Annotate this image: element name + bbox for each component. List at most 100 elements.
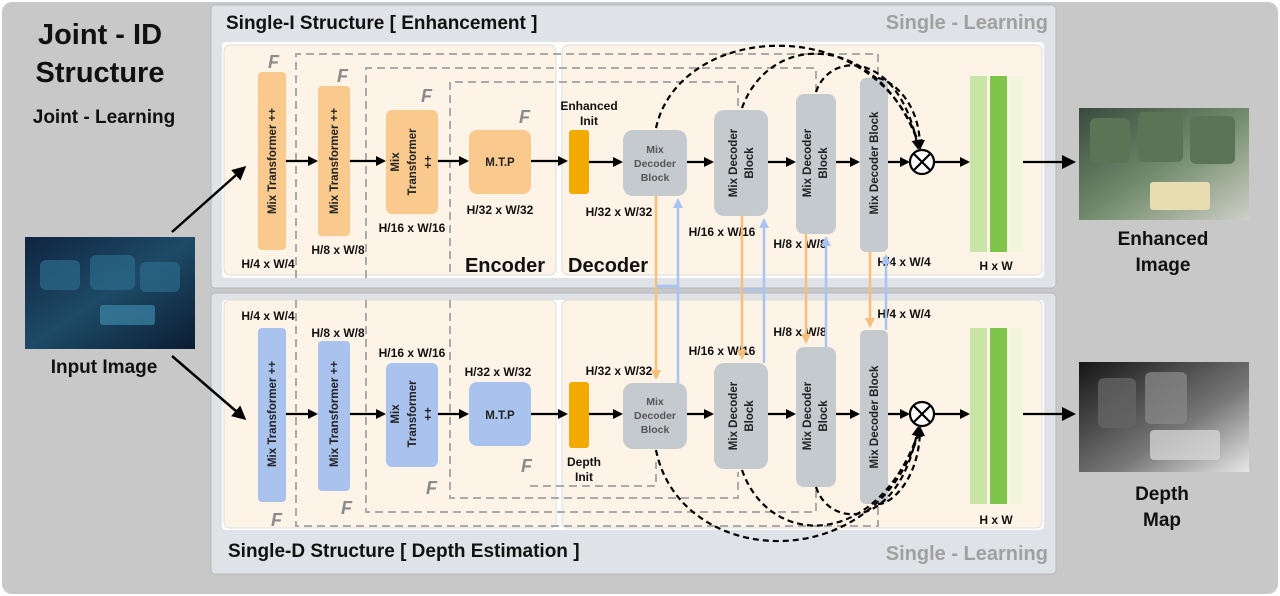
bottom-mix-transformer-3-pp: ++ <box>423 407 435 421</box>
depth-map-label-2: Map <box>1143 510 1181 531</box>
enhanced-init-block <box>569 130 589 194</box>
top-decoder-block-1-l2: Decoder <box>634 158 676 170</box>
f-label: F <box>268 52 280 72</box>
bottom-dec-dim-32: H/32 x W/32 <box>586 364 653 378</box>
bottom-multiply-cross <box>913 405 931 423</box>
f-label: F <box>337 66 349 86</box>
title-line1: Joint - ID <box>38 19 162 51</box>
top-mix-transformer-3-pp: ++ <box>423 155 435 169</box>
bottom-dec-dim-8: H/8 x W/8 <box>773 325 827 339</box>
top-dim-16: H/16 x W/16 <box>379 221 446 235</box>
top-decoder-block-4 <box>860 78 888 252</box>
input-image-label: Input Image <box>51 357 158 378</box>
top-decoder-block-1 <box>623 130 687 196</box>
bottom-output-bar-3 <box>1009 328 1023 504</box>
depth-init-block <box>569 382 589 448</box>
bottom-mix-transformer-3-transformer: Transformer <box>407 380 419 448</box>
top-multiply-cross <box>913 153 931 171</box>
top-decoder-block-3-l1: Mix Decoder <box>802 128 814 197</box>
bottom-mtp-block <box>469 382 531 446</box>
f-label: F <box>521 456 533 476</box>
top-decoder-block-1-l3: Block <box>641 172 670 184</box>
bottom-decoder-block-2-l2: Block <box>744 400 756 432</box>
top-heading: Single-I Structure [ Enhancement ] <box>226 13 537 34</box>
bottom-decoder-block-3-l1: Mix Decoder <box>802 381 814 450</box>
input-image <box>25 237 195 349</box>
f-label: F <box>519 107 531 127</box>
top-mix-transformer-2 <box>318 86 350 236</box>
top-dim-32: H/32 x W/32 <box>467 203 534 217</box>
top-mix-transformer-3 <box>386 110 438 214</box>
top-mix-transformer-1-label: Mix Transformer ++ <box>267 108 279 214</box>
top-decoder-block-2 <box>714 110 768 216</box>
top-dim-8: H/8 x W/8 <box>311 243 365 257</box>
bottom-learning: Single - Learning <box>886 543 1048 565</box>
bottom-mix-transformer-3-mix: Mix <box>390 404 402 424</box>
top-decoder-block-2-l1: Mix Decoder <box>728 128 740 197</box>
bottom-decoder-block-1-l1: Mix <box>646 396 664 408</box>
top-mix-transformer-3-mix: Mix <box>390 152 402 172</box>
bottom-output-bar-1 <box>970 328 987 504</box>
bottom-dim-8: H/8 x W/8 <box>311 326 365 340</box>
enhanced-init-label-1: Enhanced <box>560 99 617 113</box>
bottom-mix-transformer-1 <box>258 328 286 502</box>
bottom-decoder-block-3 <box>796 347 836 487</box>
enhanced-image-label-2: Image <box>1136 255 1191 276</box>
bottom-mix-transformer-2-label: Mix Transformer ++ <box>329 361 341 467</box>
top-mix-transformer-1 <box>258 72 286 250</box>
enhanced-image-label-1: Enhanced <box>1118 229 1209 250</box>
input-to-top-arrow <box>171 166 247 233</box>
top-learning: Single - Learning <box>886 12 1048 34</box>
input-image-seats <box>40 255 180 325</box>
top-mtp-label: M.T.P <box>485 157 515 169</box>
top-skip-frames <box>295 53 879 278</box>
bottom-dim-16: H/16 x W/16 <box>379 346 446 360</box>
title-line2: Structure <box>36 57 165 89</box>
bottom-dim-4: H/4 x W/4 <box>241 309 295 323</box>
bottom-decoder-block-4-label: Mix Decoder Block <box>869 365 881 468</box>
f-label: F <box>341 498 353 518</box>
top-mix-transformer-3-transformer: Transformer <box>407 128 419 196</box>
bottom-decoder-block-3-l2: Block <box>818 400 830 432</box>
bottom-decoder-block-1 <box>623 383 687 449</box>
bottom-mix-transformer-2 <box>318 341 350 491</box>
decoder-label: Decoder <box>568 255 648 277</box>
bottom-mtp-label: M.T.P <box>485 410 515 422</box>
top-dec-dim-8: H/8 x W/8 <box>773 237 827 251</box>
depth-map-shapes <box>1098 372 1220 460</box>
top-dec-dim-32: H/32 x W/32 <box>586 205 653 219</box>
cross-connections <box>651 196 891 383</box>
bottom-dim-32: H/32 x W/32 <box>465 365 532 379</box>
top-dashed-arcs <box>654 44 925 150</box>
enhanced-image-seats <box>1090 112 1235 210</box>
depth-map-label-1: Depth <box>1135 484 1189 505</box>
top-dim-4: H/4 x W/4 <box>241 257 295 271</box>
bottom-skip-frames <box>295 300 879 527</box>
bottom-decoder-block-4 <box>860 330 888 504</box>
top-dec-dim-16: H/16 x W/16 <box>689 225 756 239</box>
f-label: F <box>271 510 283 530</box>
bottom-mix-transformer-1-label: Mix Transformer ++ <box>267 361 279 467</box>
top-output-bar-3 <box>1009 76 1023 252</box>
f-label: F <box>421 86 433 106</box>
bottom-dec-dim-4: H/4 x W/4 <box>877 307 931 321</box>
top-decoder-block-4-label: Mix Decoder Block <box>869 111 881 214</box>
bottom-mix-transformer-3 <box>386 363 438 467</box>
bottom-output-bar-2 <box>990 328 1007 504</box>
bottom-decoder-block-1-l3: Block <box>641 424 670 436</box>
top-decoder-block-3-l2: Block <box>818 147 830 179</box>
top-output-bar-2 <box>990 76 1007 252</box>
top-decoder-block-3 <box>796 94 836 234</box>
top-mix-transformer-2-label: Mix Transformer ++ <box>329 108 341 214</box>
bottom-decoder-block-2-l1: Mix Decoder <box>728 381 740 450</box>
depth-init-label-2: Init <box>575 470 593 484</box>
bottom-heading: Single-D Structure [ Depth Estimation ] <box>228 541 580 562</box>
enhanced-init-label-2: Init <box>580 114 598 128</box>
f-label: F <box>426 478 438 498</box>
input-to-bottom-arrow <box>171 355 247 420</box>
bottom-dec-dim-16: H/16 x W/16 <box>689 344 756 358</box>
bottom-output-dim: H x W <box>979 513 1013 527</box>
depth-init-label-1: Depth <box>567 455 601 469</box>
top-mtp-block <box>469 130 531 194</box>
